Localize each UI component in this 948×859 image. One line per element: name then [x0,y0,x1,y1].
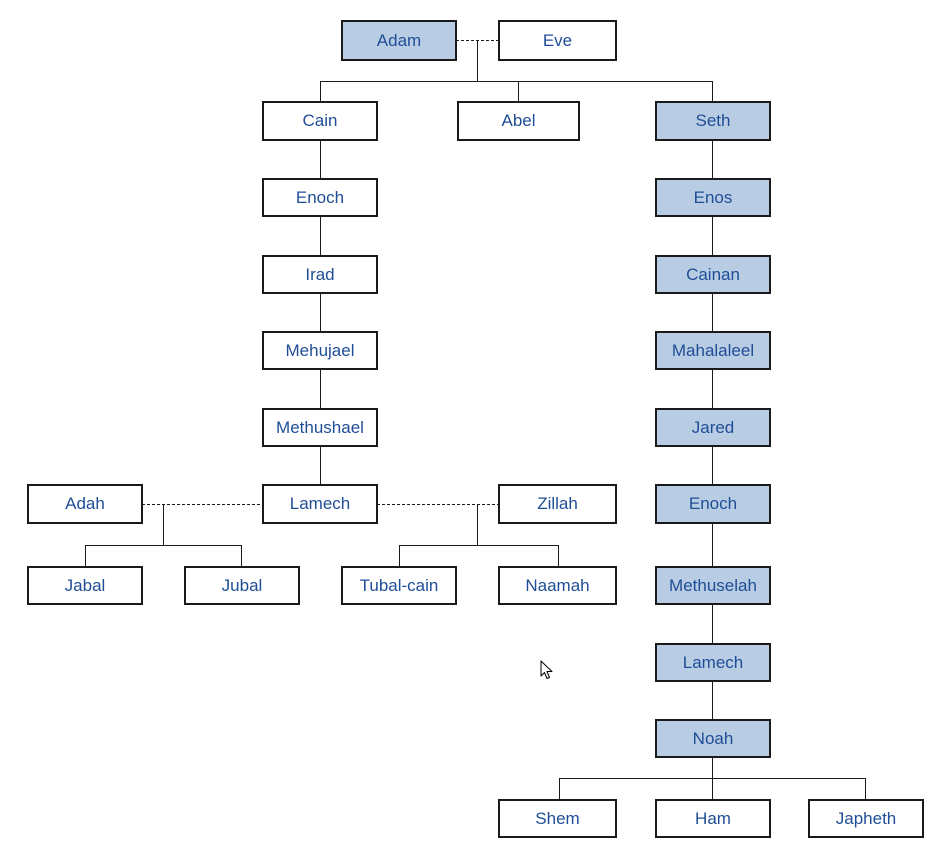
person-tubal-cain: Tubal-cain [341,566,457,605]
person-eve: Eve [498,20,617,61]
person-adah: Adah [27,484,143,524]
person-naamah: Naamah [498,566,617,605]
person-methuselah: Methuselah [655,566,771,605]
person-cainan: Cainan [655,255,771,294]
person-mehujael: Mehujael [262,331,378,370]
person-japheth: Japheth [808,799,924,838]
person-shem: Shem [498,799,617,838]
person-mahalaleel: Mahalaleel [655,331,771,370]
person-lamech-son-of-methushael: Lamech [262,484,378,524]
person-enos: Enos [655,178,771,217]
person-zillah: Zillah [498,484,617,524]
person-cain: Cain [262,101,378,141]
person-lamech-son-of-methuselah: Lamech [655,643,771,682]
person-jubal: Jubal [184,566,300,605]
person-enoch-son-of-cain: Enoch [262,178,378,217]
person-seth: Seth [655,101,771,141]
person-enoch-son-of-jared: Enoch [655,484,771,524]
person-ham: Ham [655,799,771,838]
person-abel: Abel [457,101,580,141]
arrow-cursor-icon [540,660,553,679]
person-irad: Irad [262,255,378,294]
person-noah: Noah [655,719,771,758]
person-methushael: Methushael [262,408,378,447]
person-jabal: Jabal [27,566,143,605]
person-adam: Adam [341,20,457,61]
person-jared: Jared [655,408,771,447]
